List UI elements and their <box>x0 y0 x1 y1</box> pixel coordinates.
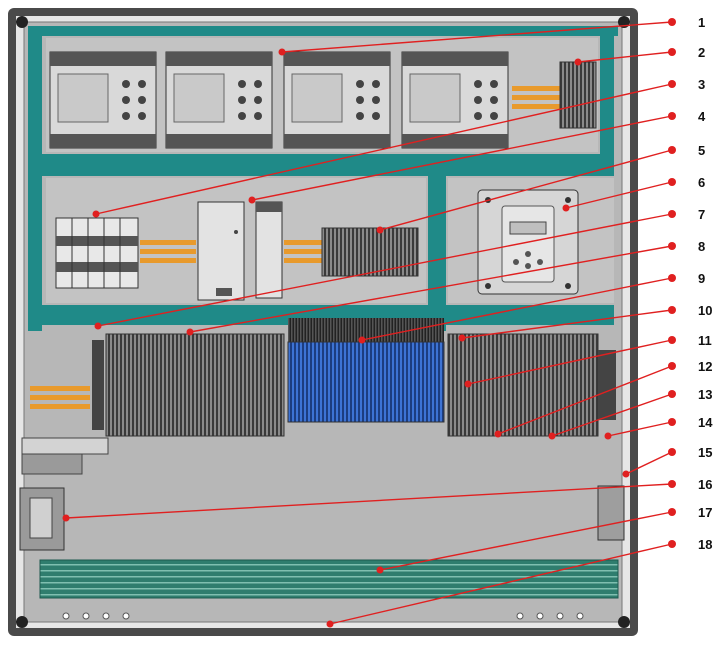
mounting-bracket <box>21 437 109 475</box>
callout-15: 15 <box>622 445 712 478</box>
callout-label: 8 <box>698 239 705 254</box>
callout-label: 16 <box>698 477 712 492</box>
terminal-strip-middle <box>321 227 419 277</box>
terminal-block-top-right <box>559 61 597 129</box>
callout-label: 1 <box>698 15 705 30</box>
callout-2: 2 <box>574 45 705 66</box>
power-supply-small <box>255 201 283 299</box>
end-stop-right <box>598 350 616 420</box>
callout-label: 9 <box>698 271 705 286</box>
callout-label: 6 <box>698 175 705 190</box>
busbar-top <box>512 86 560 109</box>
controller-module <box>283 51 391 149</box>
corner-bolts <box>16 16 630 628</box>
callout-label: 5 <box>698 143 705 158</box>
circuit-breakers <box>55 217 139 289</box>
callout-9: 9 <box>358 271 705 344</box>
callout-label: 13 <box>698 387 712 402</box>
mounting-holes <box>62 612 584 620</box>
callout-label: 4 <box>698 109 706 124</box>
callout-18: 18 <box>326 537 712 628</box>
power-supply-large <box>197 201 245 301</box>
din-rail-frame <box>28 26 618 331</box>
callout-label: 17 <box>698 505 712 520</box>
busbar-middle-right <box>284 240 324 263</box>
busbar-middle-left <box>140 240 196 263</box>
callout-3: 3 <box>92 77 705 218</box>
end-stop-left <box>92 340 104 430</box>
callout-8: 8 <box>186 239 705 336</box>
callout-17: 17 <box>376 505 712 574</box>
callout-label: 3 <box>698 77 705 92</box>
callout-label: 10 <box>698 303 712 318</box>
cable-gland-block <box>19 487 65 551</box>
terminal-row-center <box>287 318 445 423</box>
callout-14: 14 <box>604 415 713 440</box>
callout-6: 6 <box>562 175 705 212</box>
callout-label: 11 <box>698 333 712 348</box>
terminal-row-left <box>105 333 285 437</box>
callout-label: 18 <box>698 537 712 552</box>
controller-module <box>49 51 157 149</box>
callout-4: 4 <box>248 109 706 204</box>
ground-clamp-right <box>597 485 625 541</box>
callout-11: 11 <box>464 333 712 388</box>
callout-10: 10 <box>458 303 712 342</box>
callout-layer: 1 2 3 4 5 6 <box>62 15 713 628</box>
callout-label: 15 <box>698 445 712 460</box>
callout-1: 1 <box>278 15 705 56</box>
callout-label: 7 <box>698 207 705 222</box>
callout-label: 14 <box>698 415 713 430</box>
busbar-lower-left <box>30 386 90 409</box>
callout-7: 7 <box>94 207 705 330</box>
controller-module <box>165 51 273 149</box>
callout-12: 12 <box>494 359 712 438</box>
controller-module-row <box>49 51 509 149</box>
callout-16: 16 <box>62 477 712 522</box>
callout-5: 5 <box>376 143 705 234</box>
callout-label: 2 <box>698 45 705 60</box>
wire-duct <box>39 559 619 599</box>
terminal-row-right <box>447 333 599 437</box>
callout-13: 13 <box>548 387 712 440</box>
controller-module <box>401 51 509 149</box>
callout-label: 12 <box>698 359 712 374</box>
